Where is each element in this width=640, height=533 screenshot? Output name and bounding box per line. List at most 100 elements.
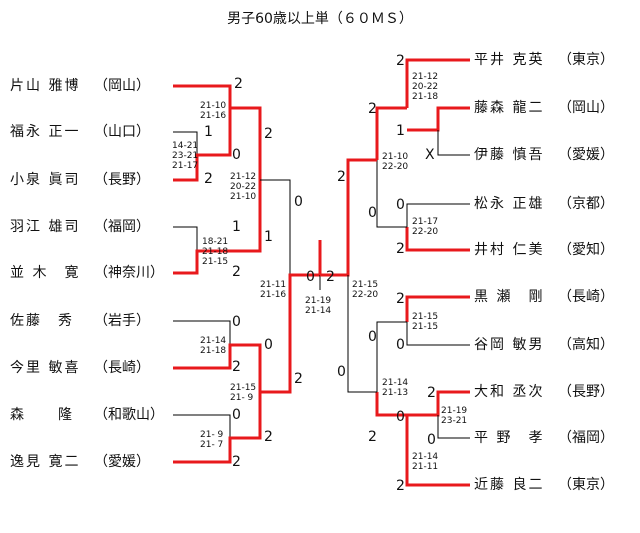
left-player-3: 小泉 眞司 （長野） xyxy=(10,172,150,188)
right-player-1: 平井 克英（東京） xyxy=(474,52,614,68)
score-right-h: 21-14 21-11 xyxy=(412,452,439,472)
player-pref: （岩手） xyxy=(94,313,150,329)
line-left-p6 xyxy=(173,320,231,345)
right-player-2: 藤森 龍二（岡山） xyxy=(474,100,614,116)
left-result-10: 0 xyxy=(232,314,241,330)
player-pref: （岡山） xyxy=(94,78,150,94)
player-name: 近藤 良二 xyxy=(474,477,545,493)
player-pref: （長野） xyxy=(94,172,150,188)
right-result-16: 2 xyxy=(396,478,405,494)
line-right-qf4b xyxy=(375,392,407,417)
player-name: 羽江 雄司 xyxy=(10,219,81,235)
right-result-10: 0 xyxy=(396,337,405,353)
left-result-9: 0 xyxy=(294,194,303,210)
right-player-5: 井村 仁美（愛知） xyxy=(474,242,614,258)
player-name: 井村 仁美 xyxy=(474,242,545,258)
player-name: 平井 克英 xyxy=(474,52,545,68)
line-right-r5 xyxy=(405,227,470,252)
left-result-12: 2 xyxy=(232,359,241,375)
player-pref: （長崎） xyxy=(94,360,150,376)
left-result-6: 1 xyxy=(232,219,241,235)
line-right-r3 xyxy=(437,130,470,156)
right-result-13: 0 xyxy=(396,409,405,425)
player-name: 今里 敏喜 xyxy=(10,360,81,376)
player-name: 並 木 寛 xyxy=(10,265,81,281)
line-right-r10 xyxy=(405,415,470,487)
left-result-5: 2 xyxy=(264,126,273,142)
line-left-p7 xyxy=(173,343,262,392)
score-left-a: 21-10 21-16 xyxy=(200,101,227,121)
score-final: 21-19 21-14 xyxy=(305,296,332,316)
player-name: 佐藤 秀 xyxy=(10,313,74,329)
left-result-13: 0 xyxy=(232,407,241,423)
page-title: 男子60歳以上単（６０ＭＳ） xyxy=(227,11,413,27)
line-left-qf2 xyxy=(260,273,320,394)
left-player-2: 福永 正一（山口） xyxy=(10,124,150,140)
line-right-r7 xyxy=(406,322,470,346)
right-result-1: 2 xyxy=(396,53,405,69)
line-right-r9 xyxy=(437,415,470,439)
line-right-r6 xyxy=(405,295,470,322)
final-result-right: 2 xyxy=(326,269,335,285)
right-result-5: 0 xyxy=(396,197,405,213)
line-left-p3 xyxy=(173,108,232,182)
score-left-f: 21-14 21-18 xyxy=(200,336,227,356)
right-result-2: 1 xyxy=(396,123,405,139)
player-pref: （長野） xyxy=(558,384,614,400)
score-left-b: 14-21 23-21 21-17 xyxy=(172,141,199,171)
line-right-qf3a xyxy=(375,106,407,160)
left-player-9: 逸見 寛二 （愛媛） xyxy=(10,454,150,470)
left-player-6: 佐藤 秀 （岩手） xyxy=(10,313,150,329)
player-pref: （東京） xyxy=(558,477,614,493)
player-pref: （福岡） xyxy=(558,430,614,446)
line-left-p5 xyxy=(173,180,262,275)
player-name: 逸見 寛二 xyxy=(10,454,81,470)
right-result-14: 0 xyxy=(427,432,436,448)
right-result-6: 2 xyxy=(396,241,405,257)
score-right-e: 21-15 21-15 xyxy=(412,312,439,332)
player-name: 小泉 眞司 xyxy=(10,172,81,188)
player-pref: （高知） xyxy=(558,337,614,353)
line-left-p2 xyxy=(173,131,198,155)
player-name: 平 野 孝 xyxy=(474,430,545,446)
player-name: 伊藤 慎吾 xyxy=(474,147,545,163)
line-right-r1 xyxy=(405,58,470,108)
player-name: 黒 瀬 剛 xyxy=(474,289,545,305)
player-name: 森 隆 xyxy=(10,407,74,423)
player-pref: （京都） xyxy=(558,196,614,212)
player-pref: （福岡） xyxy=(94,219,150,235)
player-name: 藤森 龍二 xyxy=(474,100,545,116)
right-player-7: 谷岡 敏男（高知） xyxy=(474,337,614,353)
line-left-p1 xyxy=(173,84,232,108)
right-result-12: 2 xyxy=(427,385,436,401)
score-right-b: 21-10 22-20 xyxy=(382,152,409,172)
right-result-7: 0 xyxy=(368,205,377,221)
score-left-d: 18-21 21-18 21-15 xyxy=(202,237,229,267)
score-left-g: 21-15 21- 9 xyxy=(230,383,257,403)
line-right-r4 xyxy=(406,203,470,227)
left-player-8: 森 隆（和歌山） xyxy=(10,407,164,423)
left-result-14: 2 xyxy=(264,429,273,445)
left-result-2: 1 xyxy=(204,124,213,140)
left-result-8: 1 xyxy=(264,229,273,245)
left-player-1: 片山 雅博 （岡山） xyxy=(10,78,150,94)
player-name: 松永 正雄 xyxy=(474,196,545,212)
score-right-f: 21-14 21-13 xyxy=(382,378,409,398)
right-result-15: 2 xyxy=(368,429,377,445)
left-result-4: 2 xyxy=(204,171,213,187)
line-left-m1 xyxy=(230,106,262,180)
line-right-r8 xyxy=(407,390,470,417)
right-result-17: 0 xyxy=(337,364,346,380)
right-player-3: 伊藤 慎吾（愛媛） xyxy=(474,147,614,163)
score-left-c: 21-12 20-22 21-10 xyxy=(230,172,257,202)
right-result-3: X xyxy=(425,147,435,163)
right-player-10: 近藤 良二 （東京） xyxy=(474,477,614,493)
player-pref: （愛媛） xyxy=(94,454,150,470)
right-result-11: 0 xyxy=(368,329,377,345)
left-result-16: 2 xyxy=(294,371,303,387)
left-result-1: 2 xyxy=(234,76,243,92)
line-left-p8 xyxy=(173,414,231,438)
player-name: 片山 雅博 xyxy=(10,78,81,94)
